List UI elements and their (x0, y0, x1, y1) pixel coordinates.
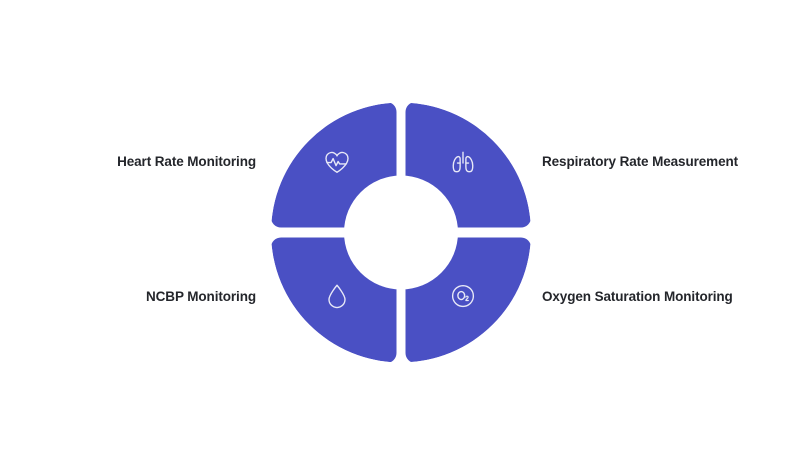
segment-gap-rounding (271, 102, 531, 363)
label-ncbp-monitoring: NCBP Monitoring (146, 289, 256, 304)
label-respiratory-rate-measurement: Respiratory Rate Measurement (542, 154, 739, 169)
donut-svg (271, 102, 531, 363)
label-heart-rate-monitoring: Heart Rate Monitoring (117, 154, 256, 169)
label-oxygen-saturation-monitoring: Oxygen Saturation Monitoring (542, 289, 733, 304)
donut-chart (271, 102, 531, 363)
